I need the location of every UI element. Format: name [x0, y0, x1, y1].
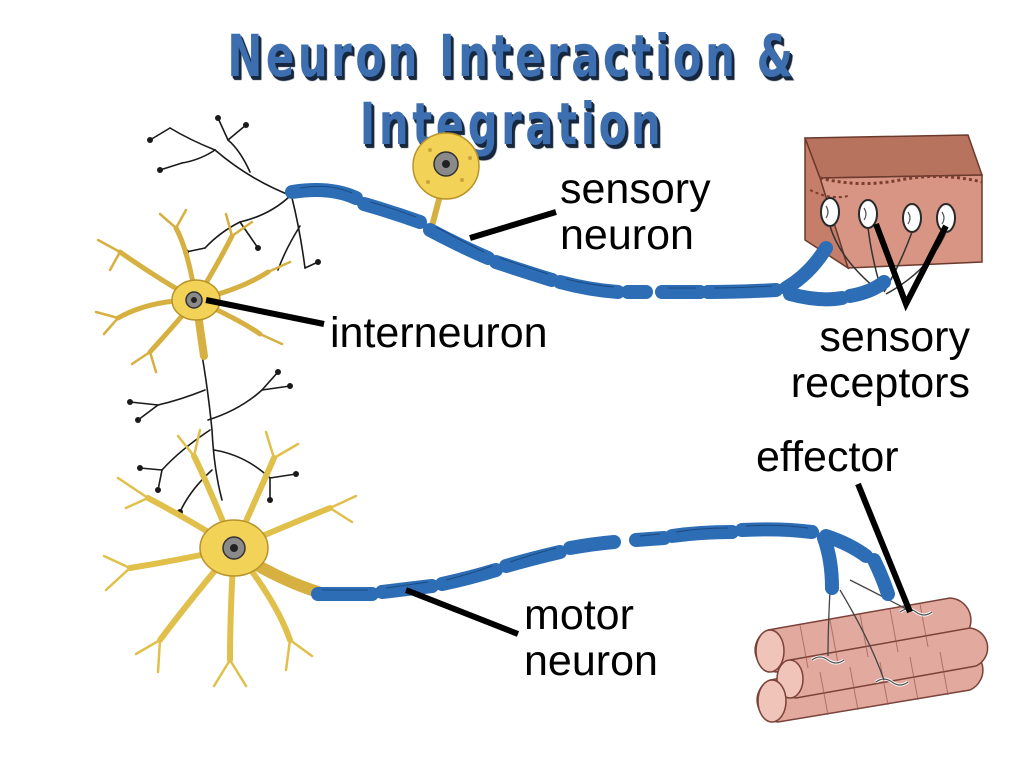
skin-tissue-block [803, 134, 984, 295]
label-effector: effector [756, 433, 899, 481]
effector-pointer [855, 482, 913, 614]
label-sensory-neuron-line1: sensory [560, 165, 711, 213]
label-pointer-lines [205, 209, 949, 637]
motor-neuron-cell [102, 428, 358, 688]
label-interneuron: interneuron [330, 309, 548, 357]
sensory-axon-highlights [299, 185, 773, 289]
label-motor-neuron: motor neuron [524, 592, 658, 684]
motor-neuron-pointer [404, 587, 520, 637]
slide-title: Neuron Interaction & Integration [227, 22, 797, 158]
axon-terminal-knobs [127, 115, 321, 515]
motor-neuron-axon [311, 522, 895, 601]
label-sensory-receptors-line2: receptors [790, 359, 970, 407]
label-motor-neuron-line2: neuron [524, 637, 658, 685]
interneuron-pointer [205, 297, 325, 327]
label-sensory-receptors: sensory receptors [770, 314, 970, 406]
label-sensory-neuron: sensory neuron [560, 166, 711, 258]
label-sensory-neuron-line2: neuron [560, 211, 694, 259]
sensory-receptors-pointer [873, 222, 949, 312]
sensory-neuron-cell-body [412, 132, 480, 227]
label-sensory-receptors-line1: sensory [819, 313, 970, 361]
sensory-neuron-pointer [469, 209, 557, 241]
label-motor-neuron-line1: motor [524, 591, 634, 639]
muscle-fiber-bundle [754, 579, 989, 723]
sensory-neuron-axon [285, 183, 891, 307]
interneuron-cell [94, 208, 292, 374]
